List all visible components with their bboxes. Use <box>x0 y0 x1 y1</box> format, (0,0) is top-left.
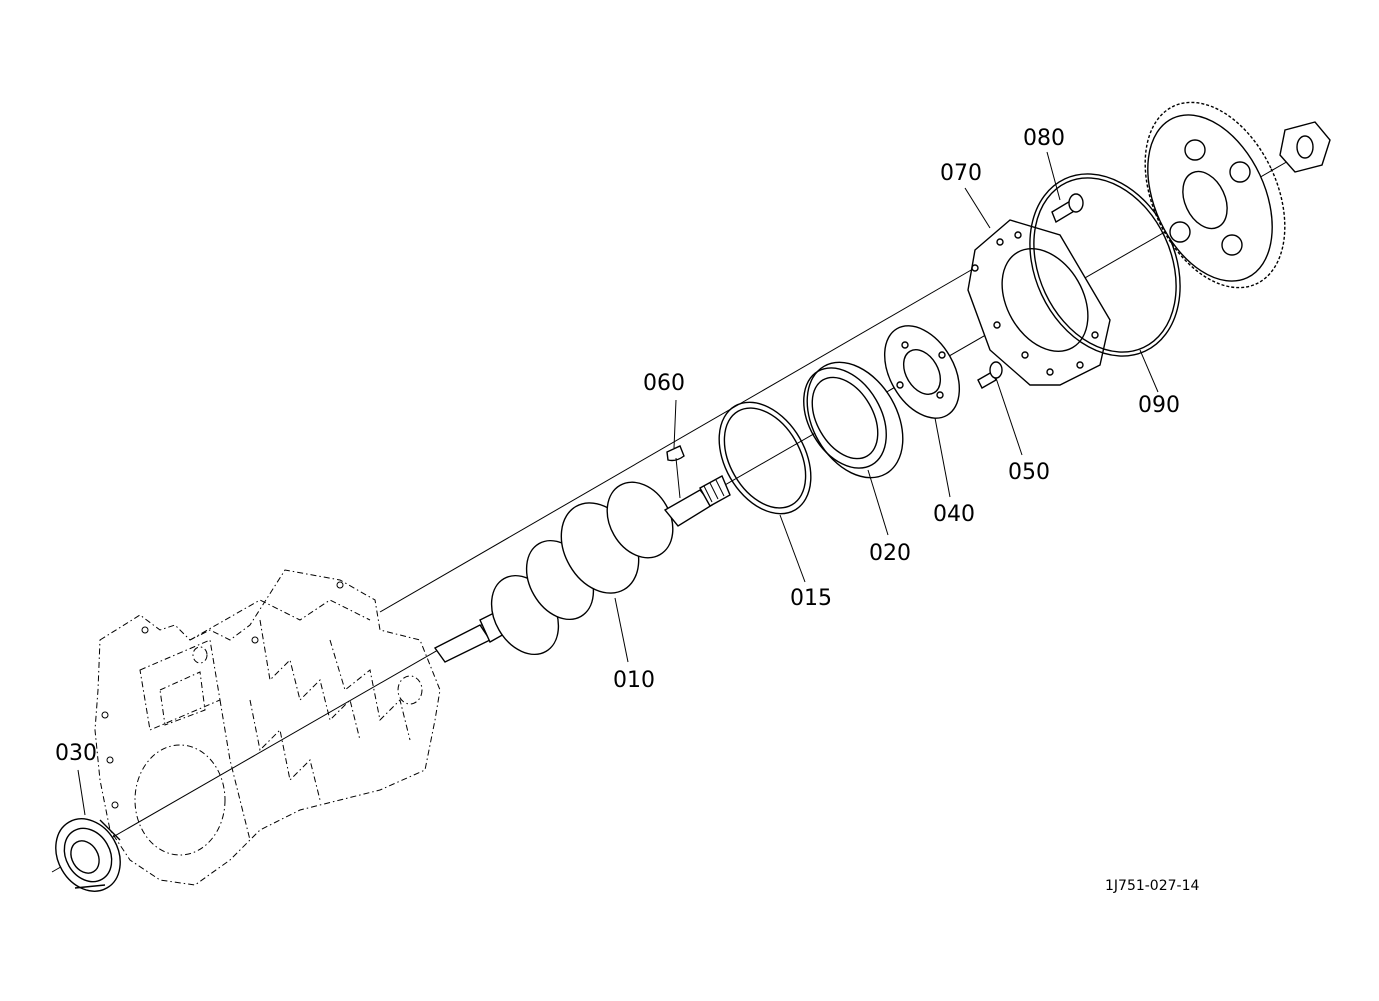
screw-050 <box>977 361 1003 389</box>
bolt-080 <box>1051 193 1084 224</box>
part-label-010: 010 <box>613 668 655 693</box>
bearing-holder-070 <box>967 219 1111 386</box>
part-label-060: 060 <box>643 371 685 396</box>
nut <box>1279 121 1331 173</box>
part-label-020: 020 <box>869 541 911 566</box>
part-label-080: 080 <box>1023 126 1065 151</box>
part-labels: 010 015 020 030 040 050 060 070 080 090 <box>55 126 1180 766</box>
woodruff-key-060 <box>666 445 685 499</box>
gear <box>1144 101 1286 289</box>
part-label-070: 070 <box>940 161 982 186</box>
part-label-090: 090 <box>1138 393 1180 418</box>
part-label-015: 015 <box>790 586 832 611</box>
diagram-reference-code: 1J751-027-14 <box>1105 878 1199 894</box>
part-label-030: 030 <box>55 741 97 766</box>
part-label-050: 050 <box>1008 460 1050 485</box>
bearing-020 <box>803 361 904 479</box>
crankcase-housing <box>94 569 441 886</box>
leader-lines <box>77 151 1159 816</box>
part-label-040: 040 <box>933 502 975 527</box>
snap-ring-015 <box>718 401 812 515</box>
retainer-plate-040 <box>883 325 961 419</box>
crankshaft-010 <box>433 475 731 663</box>
ball-bearing-030 <box>55 818 121 892</box>
